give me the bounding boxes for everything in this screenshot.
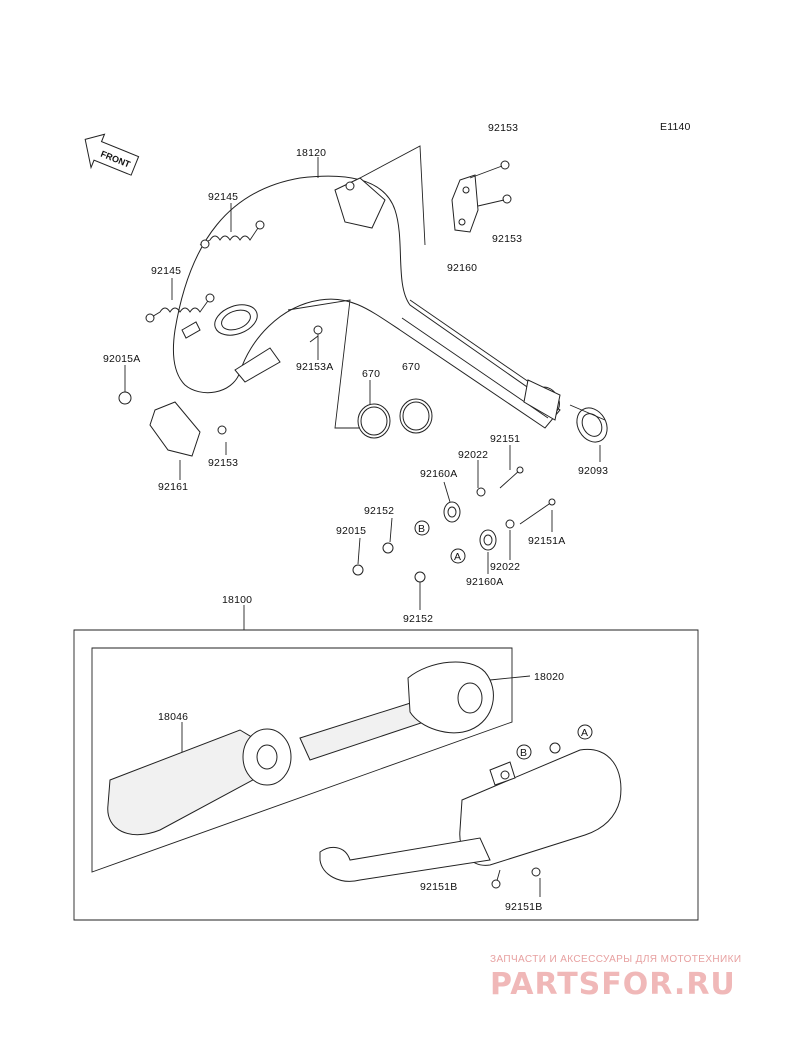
- callout-a-upper: A: [450, 548, 466, 564]
- exhaust-pipe: [172, 175, 561, 429]
- label-18020: 18020: [534, 671, 564, 683]
- assembly-outer-frame: [73, 629, 699, 921]
- washer-92022-a: [476, 487, 486, 497]
- svg-text:A: A: [454, 551, 461, 563]
- leader-lines: [124, 145, 601, 897]
- label-92093: 92093: [578, 465, 608, 477]
- label-18120: 18120: [296, 147, 326, 159]
- label-92153-mid: 92153: [492, 233, 522, 245]
- part-number-labels: 18120 92153 92153 92160 92145 92145 9201…: [103, 122, 608, 913]
- bracket-92160: [451, 174, 479, 233]
- bolt-92153-upper: [469, 160, 510, 179]
- label-92160: 92160: [447, 262, 477, 274]
- pipe-mount-hole: [345, 181, 355, 191]
- label-92022-lower: 92022: [490, 561, 520, 573]
- bolt-92151B-right: [531, 867, 541, 877]
- assembly-inner-frame: [91, 647, 513, 873]
- label-92153-top: 92153: [488, 122, 518, 134]
- callout-b-upper: B: [414, 520, 430, 536]
- callout-b-lower: B: [516, 744, 532, 760]
- label-670-left: 670: [362, 368, 380, 380]
- svg-text:B: B: [520, 747, 527, 759]
- label-92151B-left: 92151B: [420, 881, 457, 893]
- label-670-right: 670: [402, 361, 420, 373]
- packing-18046: [107, 728, 292, 836]
- label-92015A: 92015A: [103, 353, 140, 365]
- label-92161: 92161: [158, 481, 188, 493]
- spring-92145-upper: [199, 220, 265, 249]
- collar-92152-b: [414, 571, 426, 583]
- inner-pipe-18020: [299, 661, 494, 761]
- svg-text:B: B: [418, 523, 425, 535]
- label-92151: 92151: [490, 433, 520, 445]
- bolt-92151A: [519, 498, 556, 525]
- spring-92145-lower: [145, 293, 215, 323]
- label-92145-upper: 92145: [208, 191, 238, 203]
- watermark: ЗАПЧАСТИ И АКСЕССУАРЫ ДЛЯ МОТОТЕХНИКИ PA…: [490, 954, 741, 1002]
- watermark-tagline: ЗАПЧАСТИ И АКСЕССУАРЫ ДЛЯ МОТОТЕХНИКИ: [490, 954, 741, 965]
- label-92153-plate: 92153: [208, 457, 238, 469]
- diagram-code: E1140: [660, 121, 691, 133]
- washer-92022-b: [505, 519, 515, 529]
- grommet-92160A-a: [443, 501, 461, 523]
- svg-text:A: A: [581, 727, 588, 739]
- bolt-92153-lower: [477, 194, 512, 207]
- watermark-logo: PARTSFOR.RU: [490, 967, 736, 1002]
- label-92152-upper: 92152: [364, 505, 394, 517]
- bolt-92153-plate: [217, 425, 227, 435]
- bolt-92151B-left: [491, 879, 501, 889]
- label-92022-upper: 92022: [458, 449, 488, 461]
- manifold-flange: [181, 304, 281, 383]
- pipe-mount-tab: [334, 177, 386, 229]
- front-arrow-icon: FRONT: [84, 133, 140, 176]
- label-18100: 18100: [222, 594, 252, 606]
- bolt-92151: [499, 466, 524, 489]
- nut-92015A: [118, 391, 132, 405]
- label-92153A: 92153A: [296, 361, 333, 373]
- guard-plate-92161: [149, 401, 201, 457]
- collar-92152-a: [382, 542, 394, 554]
- label-92152-lower: 92152: [403, 613, 433, 625]
- label-92145-lower: 92145: [151, 265, 181, 277]
- callout-a-lower: A: [577, 724, 593, 740]
- label-92151A: 92151A: [528, 535, 565, 547]
- label-92015: 92015: [336, 525, 366, 537]
- muffler-body: [319, 742, 622, 882]
- nut-92015: [352, 564, 364, 576]
- label-18046: 18046: [158, 711, 188, 723]
- label-92160A-upper: 92160A: [420, 468, 457, 480]
- bolt-92153A: [313, 325, 323, 360]
- label-92160A-lower: 92160A: [466, 576, 503, 588]
- joint-seal-92093: [569, 404, 608, 443]
- grommet-92160A-b: [479, 529, 497, 551]
- label-92151B-right: 92151B: [505, 901, 542, 913]
